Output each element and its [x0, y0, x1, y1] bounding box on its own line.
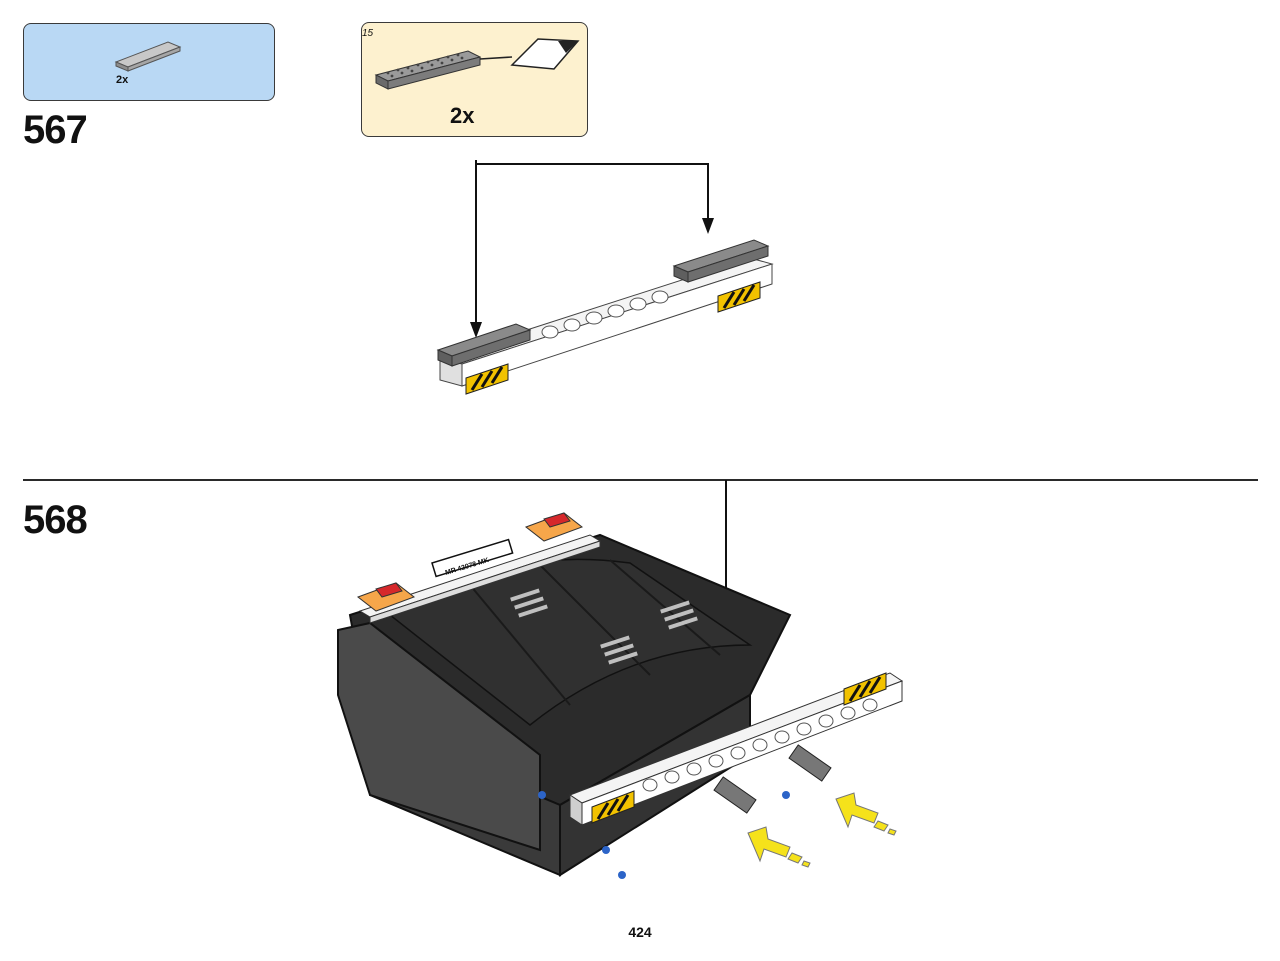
hazard-sticker-front-right [843, 672, 887, 706]
parts-callout-box: 2x [23, 23, 275, 101]
subassembly-quantity: 2x [450, 103, 475, 128]
bumper-beam-assembly-illustration [436, 160, 774, 395]
rear-light-left [356, 582, 416, 612]
step-number: 568 [23, 498, 88, 542]
gray-tile-icon [114, 41, 182, 72]
chassis-assembly-illustration: MR 42078 MK [337, 512, 904, 879]
hazard-sticker-front-left [591, 790, 635, 824]
step-divider [23, 479, 1258, 481]
rear-light-right [524, 512, 584, 542]
subassembly-callout-box: 15 2x [361, 22, 588, 137]
step-number: 567 [23, 108, 88, 152]
gray-tile-right [672, 239, 770, 283]
hazard-sticker-right [717, 281, 761, 313]
insert-arrow-left [747, 826, 811, 868]
tile-with-sticker-icon [374, 38, 580, 90]
insert-arrow-right [835, 792, 897, 836]
page-number: 424 [628, 924, 652, 940]
license-plate [431, 538, 514, 578]
gray-tile-left [436, 323, 532, 367]
hazard-sticker-left [465, 363, 509, 395]
parts-quantity: 2x [116, 74, 129, 86]
